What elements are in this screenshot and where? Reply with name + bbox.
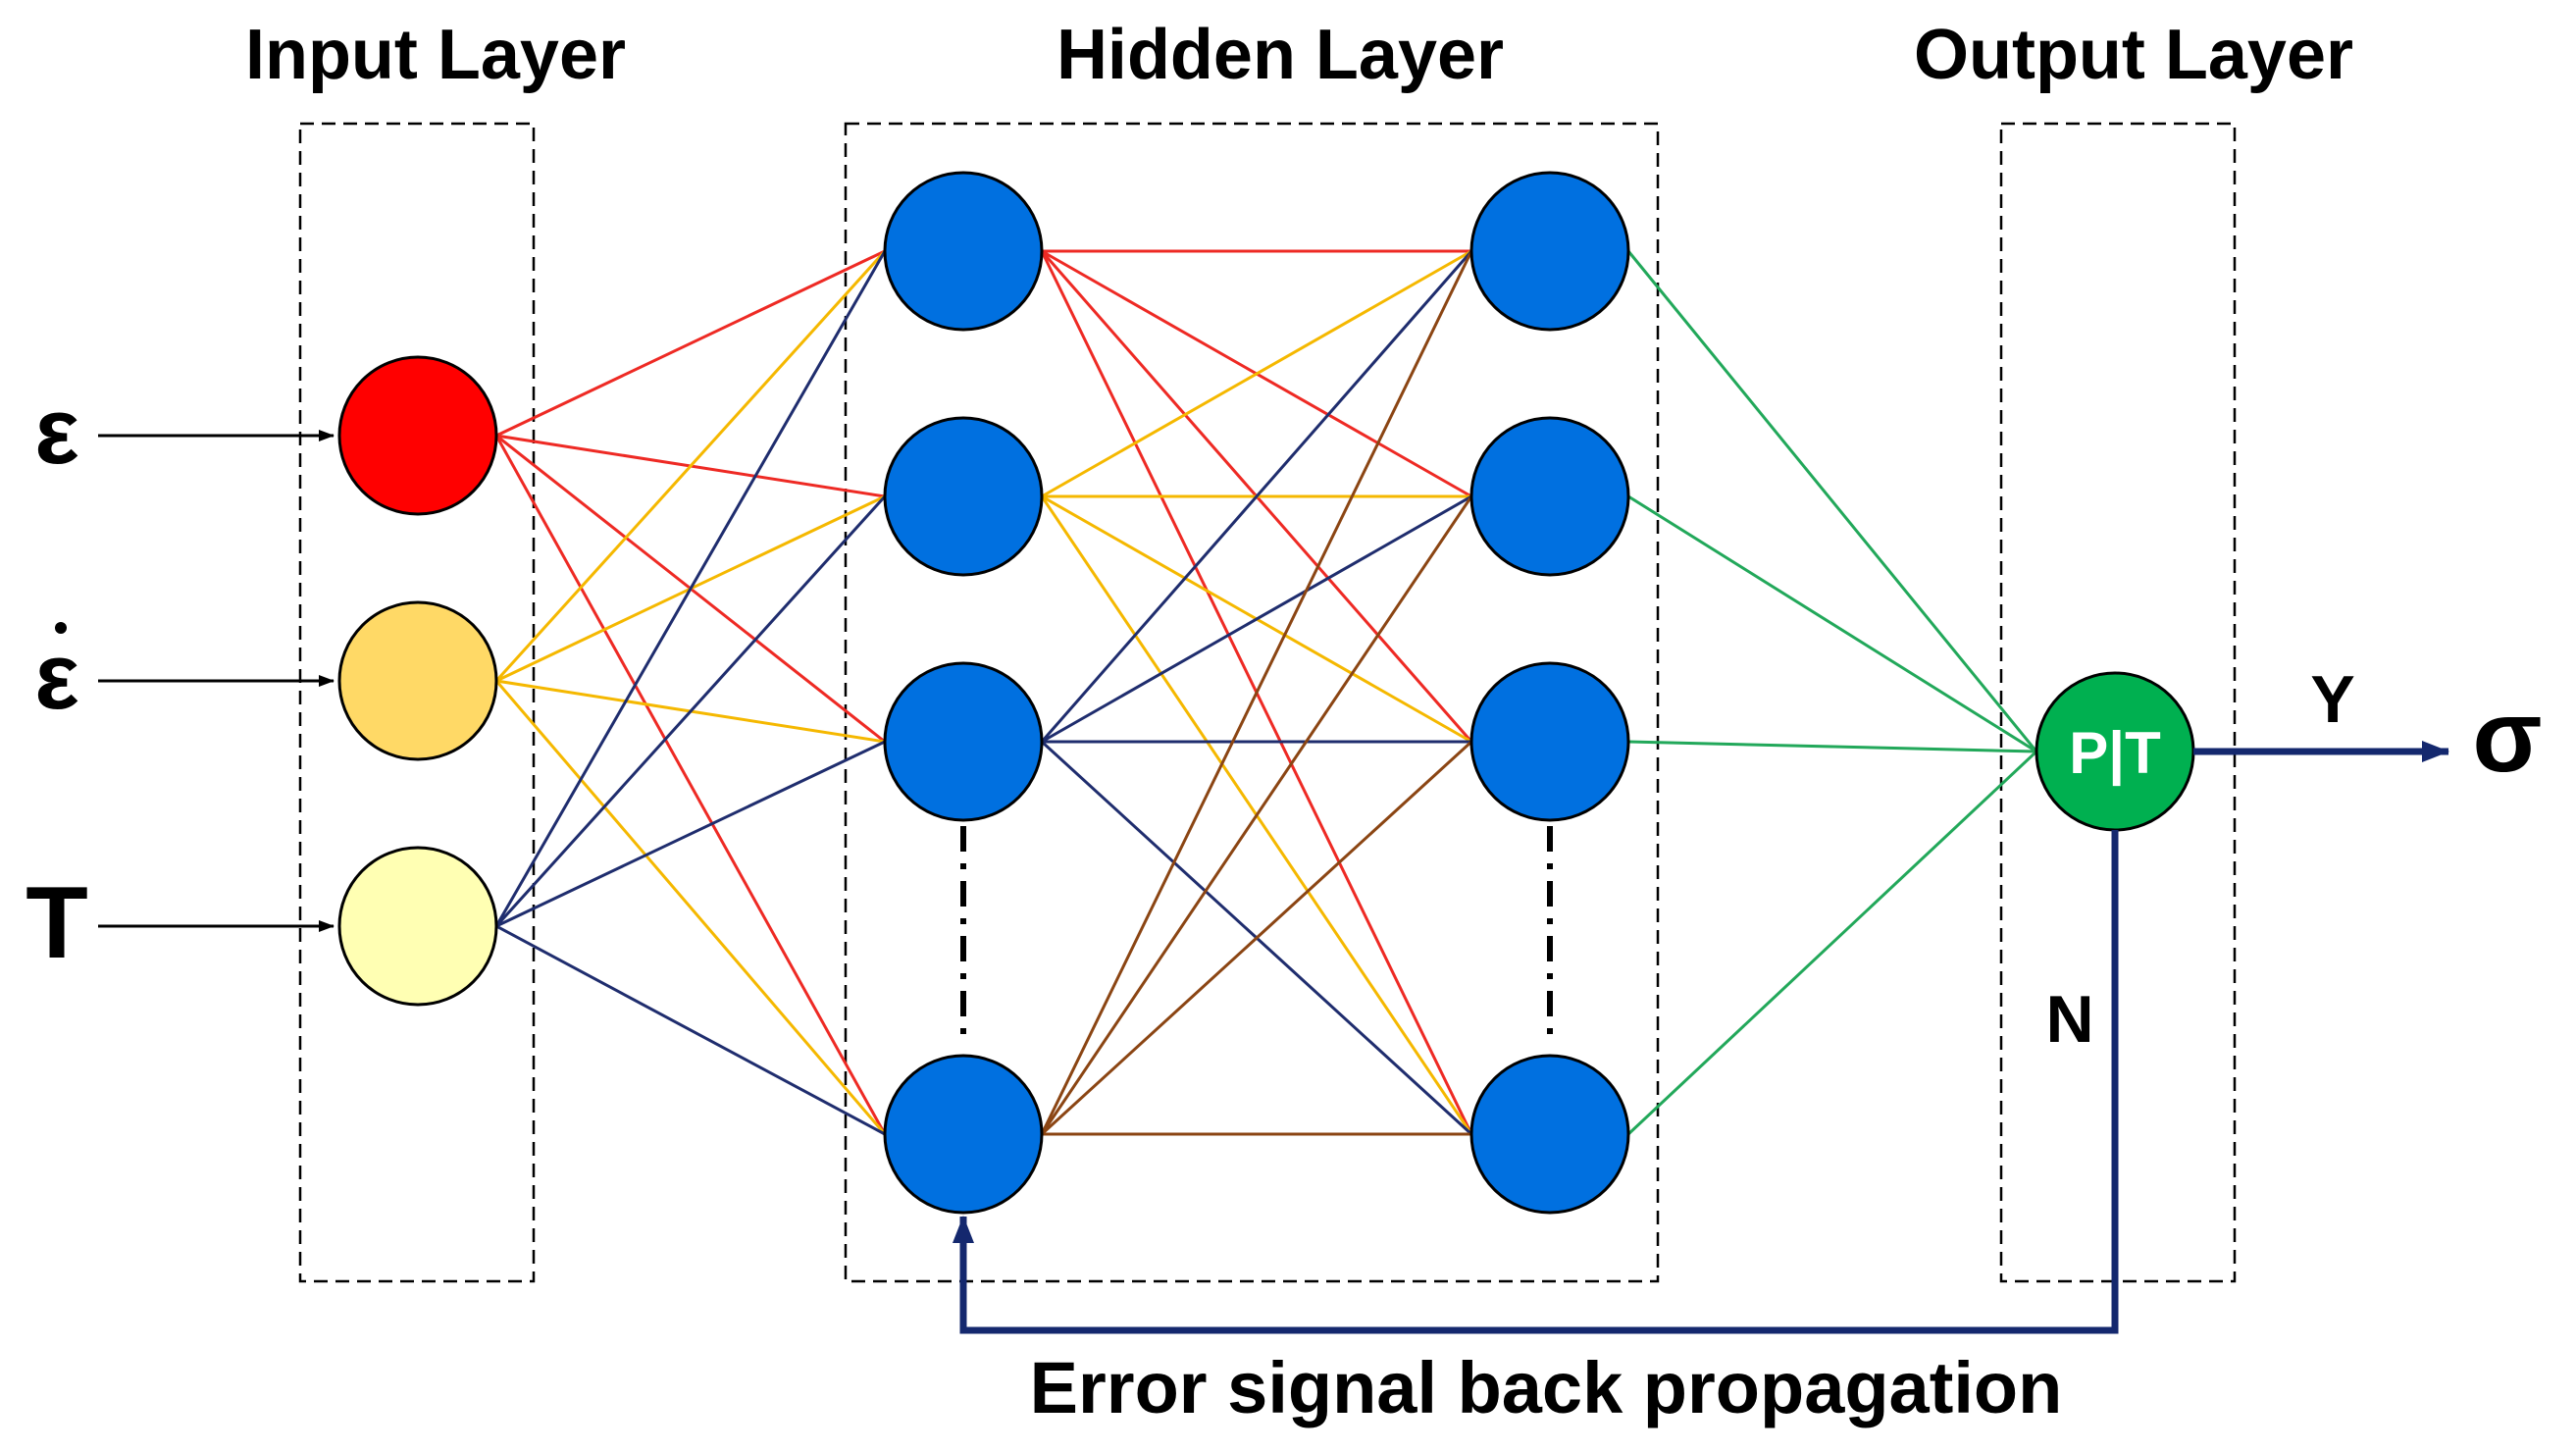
- edge-input2-hidden1: [494, 249, 887, 683]
- edge-input3-hidden3: [495, 740, 886, 928]
- input-node-strain-rate: [337, 600, 498, 761]
- no-label: N: [2045, 982, 2093, 1057]
- edge-hidden2-4-output: [1626, 750, 2038, 1136]
- input-node-temperature: [337, 846, 498, 1007]
- input-layer-title: Input Layer: [245, 16, 626, 94]
- output-layer-box: [1999, 122, 2237, 1283]
- edge-input2-hidden4: [494, 680, 887, 1135]
- backprop-arrow: [953, 830, 2119, 1334]
- strain-rate-dot: [55, 622, 67, 634]
- edge-input3-hidden1: [494, 250, 887, 927]
- edge-hidden2-3-output: [1627, 740, 2037, 753]
- yes-label: Y: [2310, 662, 2354, 737]
- hidden-layer-box: [844, 122, 1660, 1283]
- edge-input1-hidden4: [494, 435, 887, 1135]
- output-layer-title: Output Layer: [1914, 16, 2353, 94]
- hidden-node-l2-2: [1469, 416, 1630, 577]
- strain-symbol: ε: [34, 379, 79, 484]
- edge-hidden2-1-output: [1626, 250, 2038, 752]
- hidden-node-l2-3: [1469, 661, 1630, 822]
- edge-hidden2-2-output: [1627, 494, 2037, 753]
- edge-hidden1-4-hidden2-3: [1040, 740, 1473, 1136]
- edge-hidden1-2-hidden2-1: [1041, 249, 1472, 498]
- edge-input3-hidden4: [495, 924, 886, 1136]
- hidden-node-l1-3: [883, 661, 1044, 822]
- sigma-symbol: σ: [2472, 680, 2542, 794]
- edge-hidden1-3-hidden2-2: [1041, 494, 1472, 744]
- edge-hidden1-4-hidden2-1: [1040, 250, 1473, 1135]
- hidden-node-l2-4: [1469, 1054, 1630, 1215]
- strain-rate-symbol: ε: [34, 624, 79, 729]
- edge-input1-hidden1: [495, 249, 886, 438]
- hidden-node-l1-4: [883, 1054, 1044, 1215]
- temperature-symbol: T: [26, 866, 88, 980]
- backprop-label: Error signal back propagation: [1030, 1347, 2063, 1428]
- edge-hidden1-4-hidden2-2: [1040, 495, 1473, 1135]
- hidden-node-l1-2: [883, 416, 1044, 577]
- connection-lines: [494, 249, 2038, 1136]
- input-node-strain: [337, 355, 498, 516]
- output-node-label: P|T: [2069, 720, 2160, 787]
- hidden-node-l2-1: [1469, 171, 1630, 332]
- edge-hidden1-3-hidden2-1: [1040, 250, 1473, 743]
- hidden-node-l1-1: [883, 171, 1044, 332]
- edge-input3-hidden2: [494, 494, 887, 928]
- input-layer-box: [298, 122, 536, 1283]
- hidden-layer-title: Hidden Layer: [1056, 16, 1504, 94]
